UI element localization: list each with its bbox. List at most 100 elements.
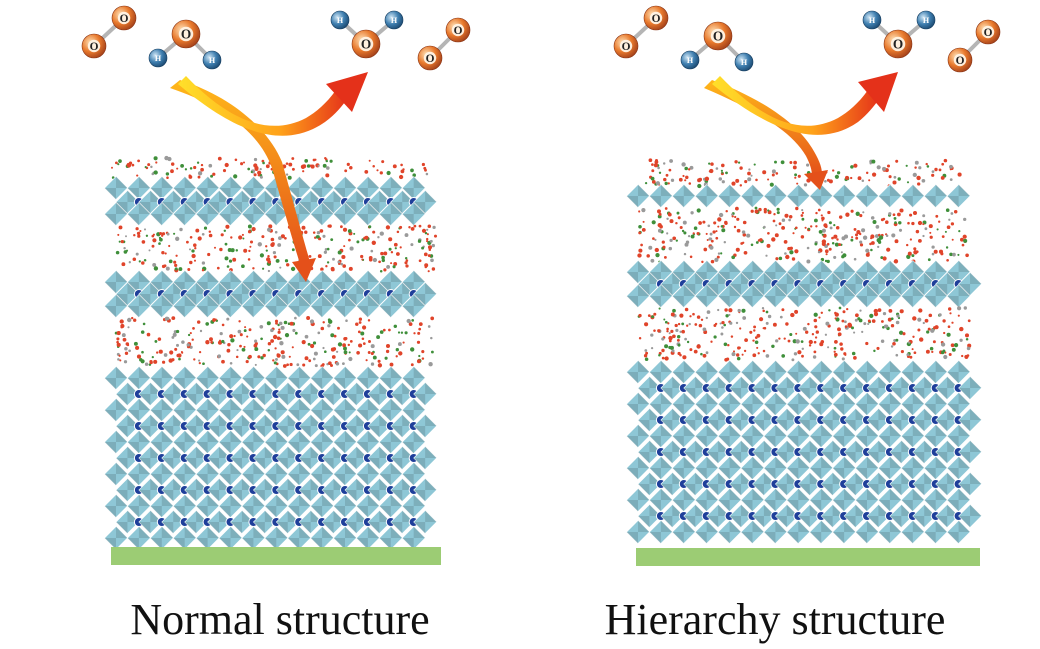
- octahedron-shade: [253, 458, 265, 470]
- octahedron-shade: [161, 202, 174, 214]
- organic-atom: [668, 335, 673, 341]
- octahedron-shade: [161, 294, 174, 306]
- organic-atom: [653, 329, 656, 332]
- octahedron-shade: [844, 284, 856, 296]
- octahedron-shade: [638, 488, 650, 500]
- octahedron-shade: [345, 270, 357, 282]
- organic-atom: [229, 334, 234, 339]
- octahedron-shade: [161, 366, 174, 378]
- octahedron-shade: [345, 176, 357, 188]
- organic-atom: [189, 332, 192, 335]
- organic-atom: [827, 346, 830, 349]
- octahedron-shade: [173, 188, 185, 200]
- organic-atom: [892, 213, 896, 217]
- octahedron-shade: [322, 430, 334, 442]
- oxygen-atom: O: [975, 19, 1001, 45]
- organic-atom: [191, 249, 195, 253]
- octahedron-shade: [958, 284, 971, 296]
- organic-atom: [306, 316, 311, 320]
- organic-spacer-band: [115, 224, 438, 273]
- organic-atom: [384, 356, 388, 360]
- organic-atom: [959, 326, 964, 332]
- organic-atom: [221, 339, 225, 344]
- octahedron-shade: [798, 284, 810, 296]
- organic-atom: [343, 350, 348, 355]
- organic-atom: [757, 239, 761, 242]
- organic-atom: [664, 207, 668, 210]
- organic-atom: [116, 340, 119, 344]
- octahedron-shade: [638, 392, 650, 404]
- octahedron-shade: [322, 202, 334, 214]
- organic-atom: [325, 159, 328, 163]
- outgoing-arrowhead-right: [858, 72, 898, 112]
- octahedron-shade: [867, 456, 879, 468]
- organic-atom: [843, 234, 849, 239]
- organic-atom: [644, 181, 648, 185]
- organic-atom: [196, 161, 200, 164]
- organic-atom: [853, 227, 857, 231]
- octahedron-shade: [775, 284, 787, 296]
- octahedron-shade: [878, 404, 890, 416]
- octahedron-shade: [184, 458, 197, 470]
- organic-atom: [851, 236, 854, 239]
- organic-atom: [862, 235, 868, 240]
- octahedron-shade: [958, 488, 971, 500]
- octahedron-shade: [901, 436, 913, 448]
- octahedron-shade: [649, 500, 661, 512]
- oxygen-label: O: [181, 26, 191, 41]
- organic-atom: [166, 176, 169, 179]
- organic-atom: [290, 266, 296, 272]
- octahedron-shade: [821, 488, 833, 500]
- octahedron-shade: [889, 284, 902, 296]
- organic-atom: [320, 364, 324, 368]
- octahedron-shade: [345, 366, 357, 378]
- organic-atom: [368, 340, 371, 343]
- organic-atom: [119, 319, 124, 324]
- organic-atom: [388, 328, 391, 332]
- organic-atom: [418, 322, 423, 326]
- octahedron-shade: [798, 360, 810, 372]
- organic-atom: [688, 182, 692, 185]
- octahedron-shade: [867, 424, 879, 436]
- organic-atom: [367, 319, 371, 322]
- octahedron-shade: [173, 282, 185, 294]
- organic-atom: [906, 353, 910, 357]
- organic-atom: [771, 237, 776, 242]
- organic-atom: [725, 209, 728, 213]
- organic-atom: [262, 267, 265, 270]
- organic-atom: [750, 209, 754, 213]
- organic-atom: [801, 354, 804, 358]
- organic-atom: [927, 258, 931, 262]
- organic-atom: [825, 253, 828, 256]
- organic-atom: [147, 163, 151, 167]
- organic-atom: [141, 350, 144, 354]
- organic-atom: [121, 333, 126, 338]
- organic-atom: [723, 342, 728, 347]
- organic-atom: [320, 267, 324, 271]
- organic-atom: [682, 220, 687, 225]
- organic-atom: [277, 330, 281, 334]
- organic-atom: [885, 324, 889, 328]
- hydrogen-atom: H: [384, 10, 404, 30]
- octahedron-shade: [878, 372, 890, 384]
- organic-atom: [931, 173, 935, 177]
- organic-atom: [661, 348, 665, 353]
- organic-atom: [841, 357, 845, 361]
- organic-atom: [911, 348, 914, 351]
- organic-atom: [265, 164, 270, 169]
- organic-atom: [710, 162, 714, 166]
- octahedron-shade: [901, 468, 913, 480]
- organic-atom: [682, 174, 685, 178]
- octahedron-shade: [230, 202, 242, 214]
- octahedron-shade: [924, 468, 936, 480]
- organic-atom: [421, 357, 425, 360]
- organic-atom: [845, 175, 849, 180]
- octahedron-shade: [775, 388, 787, 400]
- organic-atom: [209, 337, 213, 342]
- organic-atom: [157, 337, 162, 341]
- octahedron-shade: [912, 424, 925, 436]
- organic-atom: [674, 323, 678, 328]
- organic-atom: [731, 352, 736, 357]
- octahedron-shade: [901, 500, 913, 512]
- octahedron-shade: [333, 214, 345, 226]
